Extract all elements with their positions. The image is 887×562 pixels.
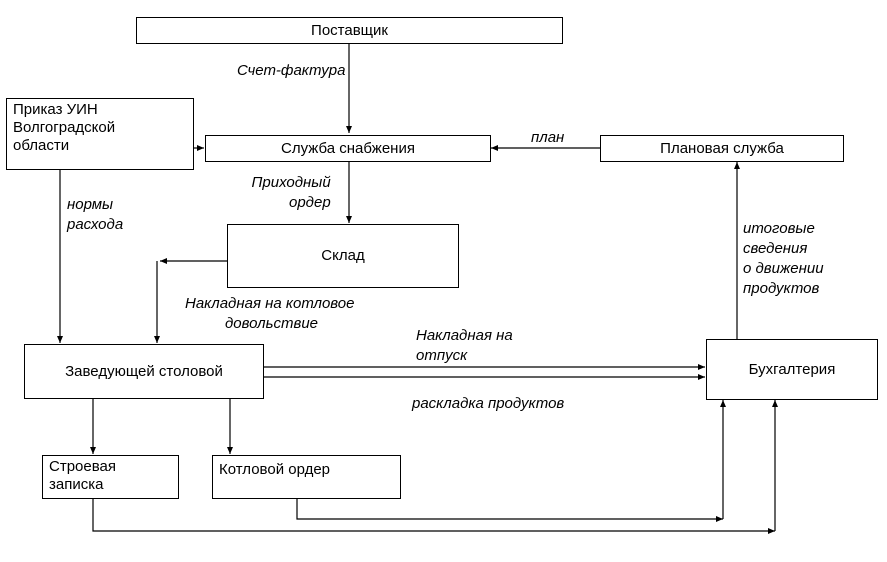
node-supplier-label: Поставщик — [311, 21, 388, 39]
label-summary-line2: сведения — [743, 240, 808, 257]
node-order-line2: Волгоградской — [13, 119, 116, 136]
label-boiler-invoice-line1: Накладная на котловое — [185, 295, 355, 312]
arrow-boiler-to-accounting-h — [296, 498, 723, 522]
label-norms-line2: расхода — [67, 216, 124, 233]
label-plan: план — [531, 129, 565, 146]
label-receipt-line2: ордер — [289, 194, 331, 211]
node-order-line1: Приказ УИН — [13, 101, 98, 118]
label-release-invoice-line1: Накладная на — [416, 327, 513, 344]
node-roster: Строевая записка — [42, 455, 179, 499]
node-accounting-label: Бухгалтерия — [748, 360, 836, 378]
label-layout: раскладка продуктов — [412, 395, 565, 412]
label-receipt: Приходный ордер — [249, 173, 331, 213]
label-release-invoice: Накладная на отпуск — [416, 326, 513, 366]
node-warehouse: Склад — [227, 224, 459, 288]
node-boiler-order-label: Котловой ордер — [219, 461, 331, 478]
node-canteen-head: Заведующей столовой — [24, 344, 264, 399]
label-boiler-invoice-line2: довольствие — [225, 315, 319, 332]
label-summary-line4: продуктов — [743, 280, 820, 297]
node-supply: Служба снабжения — [205, 135, 491, 162]
node-supplier: Поставщик — [136, 17, 563, 44]
node-roster-line2: записка — [49, 476, 104, 493]
label-norms: нормы расхода — [67, 195, 123, 235]
node-boiler-order: Котловой ордер — [212, 455, 401, 499]
label-summary-line3: о движении — [743, 260, 824, 277]
label-norms-line1: нормы — [67, 196, 114, 213]
node-planning-label: Плановая служба — [660, 139, 784, 157]
label-summary-line1: итоговые — [743, 220, 815, 237]
node-order: Приказ УИН Волгоградской области — [6, 98, 194, 170]
node-warehouse-label: Склад — [321, 247, 365, 264]
node-planning: Плановая служба — [600, 135, 844, 162]
node-roster-line1: Строевая — [49, 458, 116, 475]
label-summary: итоговые сведения о движении продуктов — [743, 219, 824, 299]
label-release-invoice-line2: отпуск — [416, 347, 468, 364]
node-accounting: Бухгалтерия — [706, 339, 878, 400]
label-boiler-invoice: Накладная на котловое довольствие — [185, 294, 354, 334]
label-invoice: Счет-фактура — [237, 62, 346, 79]
arrow-roster-to-accounting-h — [92, 498, 775, 534]
node-canteen-head-label: Заведующей столовой — [65, 362, 223, 380]
node-supply-label: Служба снабжения — [281, 139, 415, 157]
node-order-line3: области — [13, 137, 70, 154]
label-receipt-line1: Приходный — [251, 174, 331, 191]
